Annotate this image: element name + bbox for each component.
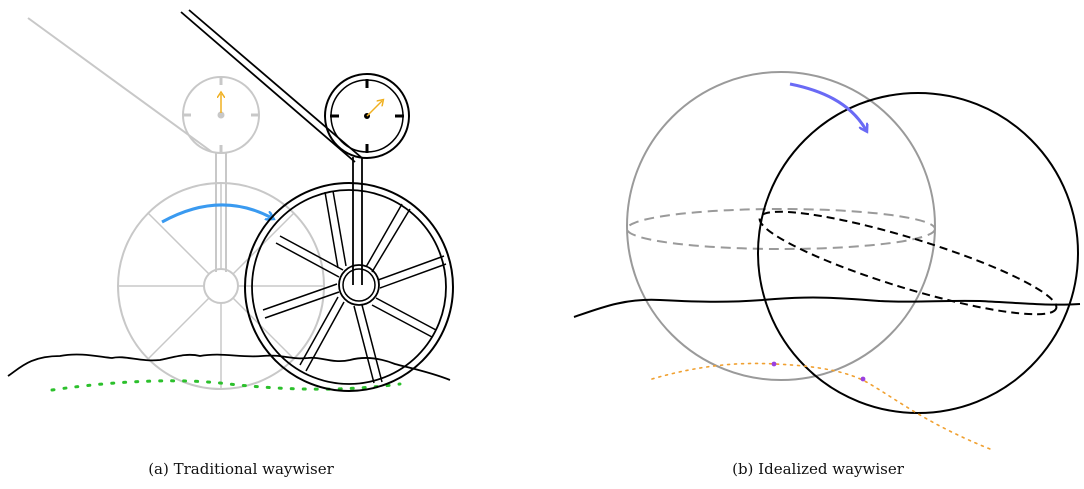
ghost-sphere <box>626 71 936 381</box>
ghost-spokes <box>118 183 324 389</box>
tilted-equator <box>758 210 1058 316</box>
spokes <box>262 190 447 384</box>
hub <box>338 264 380 306</box>
handle <box>180 11 356 163</box>
ground-trace-dotted <box>50 379 402 392</box>
caption-a: (a) Traditional waywiser <box>148 460 334 478</box>
ghost-equator <box>626 208 936 250</box>
ground-curve <box>573 296 1081 318</box>
rotation-arrow-icon <box>161 203 272 224</box>
panel-a-traditional-waywiser <box>7 9 454 392</box>
panel-b-idealized-waywiser <box>573 71 1081 450</box>
contact-point <box>860 376 866 382</box>
ghost-handle <box>27 17 213 153</box>
current-waywiser <box>180 9 454 392</box>
wheel <box>244 182 454 392</box>
path-trace-dotted <box>651 362 991 450</box>
ground-line <box>7 353 451 381</box>
dial <box>324 73 410 159</box>
ghost-waywiser <box>27 17 325 390</box>
caption-b: (b) Idealized waywiser <box>732 460 904 478</box>
sphere <box>757 92 1079 414</box>
dial-needle-icon <box>366 101 382 117</box>
contact-point <box>771 361 777 367</box>
rotation-arrow-icon <box>789 82 866 130</box>
